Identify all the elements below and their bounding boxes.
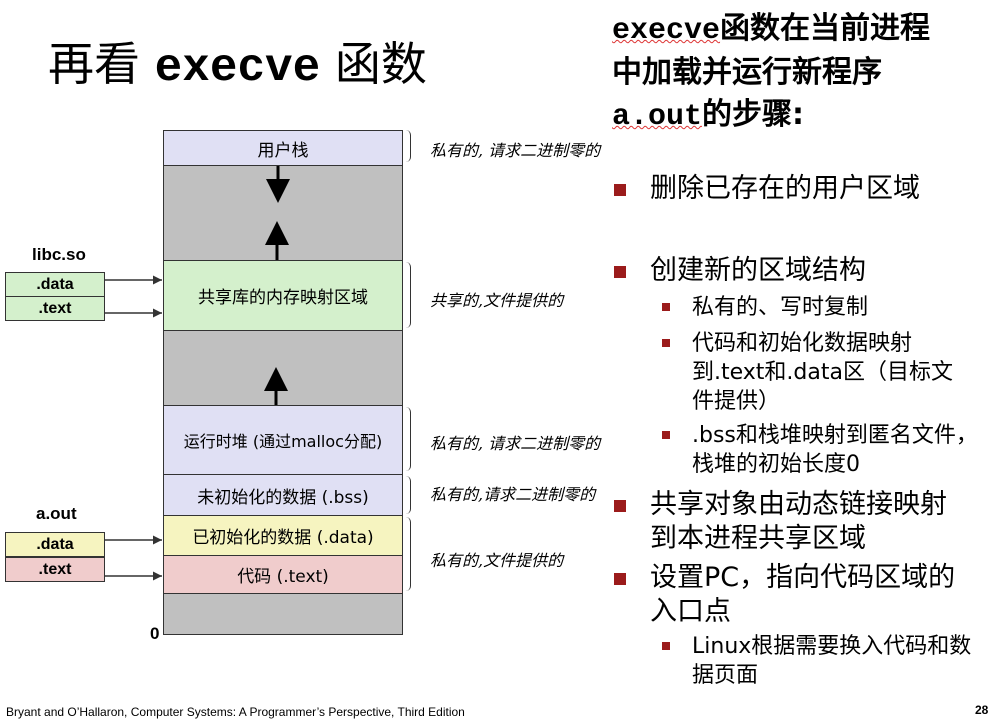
- bullet: 创建新的区域结构: [612, 254, 982, 288]
- heading-text: 函数在当前进程: [720, 11, 931, 46]
- sub-bullet: Linux根据需要换入代码和数据页面: [662, 632, 972, 690]
- brace: [406, 130, 411, 162]
- libc-data-box: .data: [5, 272, 105, 297]
- address-zero: 0: [150, 624, 160, 643]
- libc-label: libc.so: [32, 245, 86, 264]
- heading-code: execve: [612, 14, 721, 48]
- title-suffix: 函数: [320, 37, 427, 91]
- gap-block: [163, 593, 403, 635]
- note-bss: 私有的,请求二进制零的: [430, 485, 596, 504]
- heading-text: 的步骤:: [702, 97, 805, 132]
- text-block: 代码 (.text): [163, 555, 403, 594]
- libc-text-box: .text: [5, 296, 105, 321]
- page-number: 28: [975, 703, 989, 717]
- brace: [406, 407, 411, 471]
- note-data-text: 私有的,文件提供的: [430, 551, 564, 570]
- sub-bullet: 私有的、写时复制: [662, 293, 992, 322]
- aout-data-box: .data: [5, 532, 105, 557]
- data-block: 已初始化的数据 (.data): [163, 515, 403, 556]
- title-code: execve: [154, 42, 321, 94]
- heading-code: a.out: [612, 100, 703, 134]
- brace: [406, 262, 411, 328]
- bullet: 删除已存在的用户区域: [612, 172, 982, 206]
- aout-text-box: .text: [5, 557, 105, 582]
- sub-bullet: .bss和栈堆映射到匿名文件， 栈堆的初始长度0: [662, 421, 992, 479]
- brace: [406, 476, 411, 514]
- bullet: 设置PC，指向代码区域的入口点: [612, 561, 972, 629]
- note-stack: 私有的, 请求二进制零的: [430, 141, 601, 160]
- slide-title: 再看 execve 函数: [48, 28, 427, 94]
- footer-citation: Bryant and O’Hallaron, Computer Systems:…: [6, 705, 465, 719]
- sub-bullet: 代码和初始化数据映射到.text和.data区（目标文件提供）: [662, 329, 962, 416]
- bss-block: 未初始化的数据 (.bss): [163, 474, 403, 516]
- note-heap: 私有的, 请求二进制零的: [430, 434, 601, 453]
- note-shared: 共享的,文件提供的: [430, 291, 564, 310]
- heading-text: 中加载并运行新程序: [612, 55, 882, 90]
- heap-block: 运行时堆 (通过malloc分配): [163, 405, 403, 475]
- steps-heading: execve函数在当前进程中加载并运行新程序 a.out的步骤:: [612, 8, 992, 138]
- brace: [406, 517, 411, 591]
- aout-label: a.out: [36, 504, 77, 523]
- bullet: 共享对象由动态链接映射到本进程共享区域: [612, 488, 972, 556]
- shared-lib-block: 共享库的内存映射区域: [163, 260, 403, 331]
- title-prefix: 再看: [48, 37, 155, 91]
